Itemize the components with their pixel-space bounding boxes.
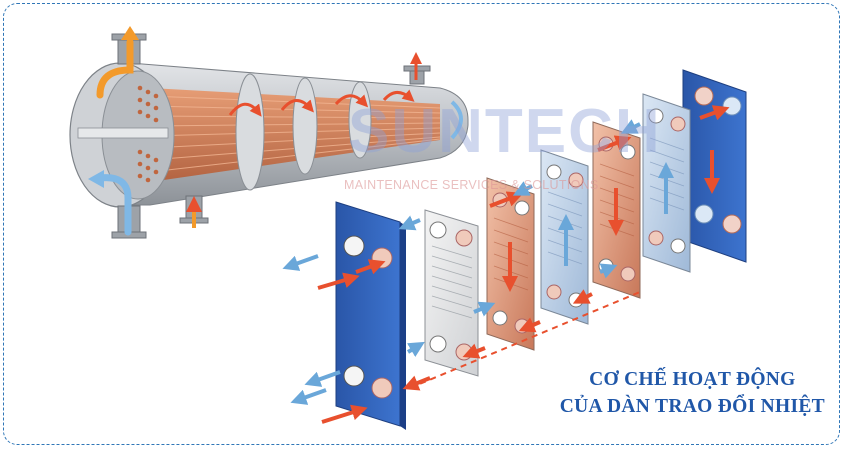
caption-line-2: CỦA DÀN TRAO ĐỔI NHIỆT <box>559 396 825 417</box>
hot-flow-arrows <box>317 105 730 424</box>
front-frame-plate <box>335 201 406 430</box>
shell-side-flow-arrows <box>228 89 415 117</box>
rear-frame-plate <box>682 69 747 263</box>
tube-inlet-arrow <box>96 174 132 236</box>
watermark-brand: SUNTECH <box>348 97 662 166</box>
caption-line-1: CƠ CHẾ HOẠT ĐỘNG <box>589 369 796 390</box>
plate-heat-exchanger <box>282 69 747 430</box>
plate-neutral <box>424 209 479 377</box>
tubesheet <box>137 85 159 183</box>
shell-and-tube-exchanger <box>69 26 469 239</box>
watermark-subtitle: MAINTENANCE SERVICES & SOLUTIONS <box>344 178 599 192</box>
rear-return-arrow <box>450 100 463 140</box>
watermark: SUNTECH MAINTENANCE SERVICES & SOLUTIONS <box>240 88 660 208</box>
tube-outlet-arrow <box>96 38 134 99</box>
cold-flow-arrows <box>282 119 674 405</box>
hot-return-path <box>409 291 641 389</box>
caption: CƠ CHẾ HOẠT ĐỘNG CỦA DÀN TRAO ĐỔI NHIỆT <box>560 366 825 420</box>
